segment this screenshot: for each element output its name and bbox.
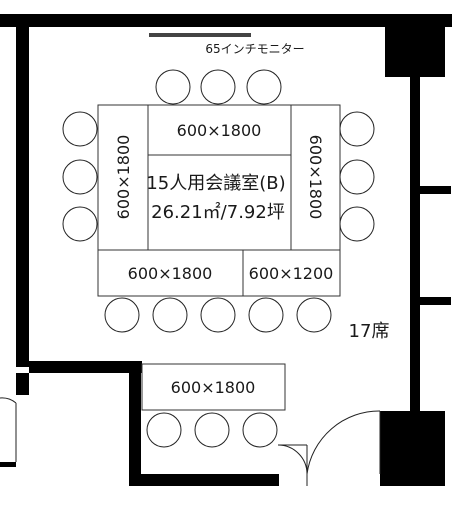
door-swing-small xyxy=(277,444,308,475)
door-swing-large xyxy=(306,410,381,475)
chair xyxy=(200,69,236,105)
chair xyxy=(194,412,230,448)
chair xyxy=(62,206,98,242)
table-lower-label: 600×1800 xyxy=(171,378,256,397)
chair xyxy=(62,111,98,147)
left-lower-wall xyxy=(16,373,29,395)
chair xyxy=(248,297,284,333)
table-left-label: 600×1800 xyxy=(114,135,133,220)
chair xyxy=(339,206,375,242)
table-right-label: 600×1800 xyxy=(306,135,325,220)
door-swing-left xyxy=(0,397,17,404)
chair xyxy=(152,297,188,333)
chair xyxy=(200,297,236,333)
right-wall xyxy=(410,76,420,411)
table-bottom-left-label: 600×1800 xyxy=(128,264,213,283)
chair xyxy=(146,412,182,448)
bottom-wall xyxy=(129,474,279,486)
walls xyxy=(0,14,452,486)
chair xyxy=(246,69,282,105)
monitor xyxy=(149,33,251,37)
chair xyxy=(104,297,140,333)
chair xyxy=(296,297,332,333)
seat-count: 17席 xyxy=(349,321,390,342)
chair xyxy=(339,111,375,147)
top-wall xyxy=(0,14,452,27)
tables xyxy=(97,104,341,411)
chair xyxy=(339,159,375,195)
chair xyxy=(155,69,191,105)
room-name: 15人用会議室(B) xyxy=(146,173,285,194)
chair xyxy=(242,412,278,448)
pillar-top-right xyxy=(385,27,445,77)
pillar-bottom-right xyxy=(380,411,445,486)
partition-wall xyxy=(129,361,141,485)
window-sill-1 xyxy=(420,186,451,194)
interior-wall xyxy=(29,361,142,373)
table-lower xyxy=(141,363,286,411)
left-edge-mark xyxy=(0,462,16,467)
chairs xyxy=(62,69,375,448)
chair xyxy=(62,159,98,195)
table-top-label: 600×1800 xyxy=(177,121,262,140)
table-bottom-right xyxy=(242,249,341,297)
left-wall xyxy=(16,27,29,367)
monitor-label: 65インチモニター xyxy=(205,42,304,56)
room-area: 26.21㎡/7.92坪 xyxy=(151,201,285,223)
window-sill-2 xyxy=(420,297,451,305)
doors xyxy=(0,397,381,486)
table-bottom-right-label: 600×1200 xyxy=(249,264,334,283)
